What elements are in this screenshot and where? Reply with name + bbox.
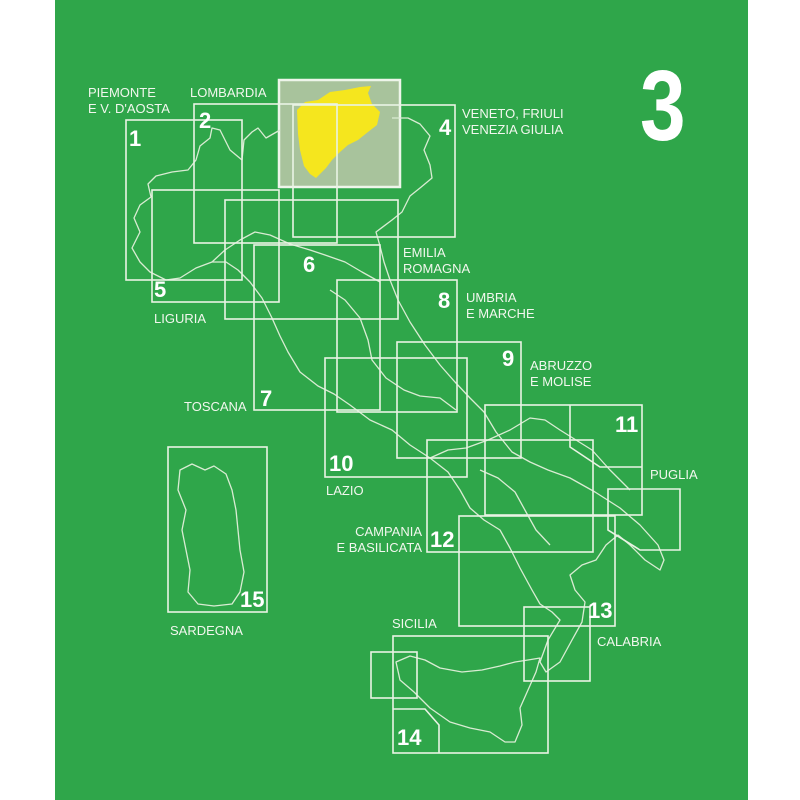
label-piemonte-2: E V. D'AOSTA: [88, 101, 170, 116]
sheet-2-frame[interactable]: [193, 103, 338, 244]
label-abruzzo-2: E MOLISE: [530, 374, 592, 389]
sheet-11-frame[interactable]: [484, 404, 643, 516]
label-lazio: LAZIO: [326, 483, 364, 498]
puglia-inset-frame: [607, 488, 681, 551]
label-umbria: UMBRIA: [466, 290, 517, 305]
sheet-14-frame[interactable]: [392, 635, 549, 754]
sheet-number-13: 13: [588, 598, 612, 623]
sheet-number-11: 11: [615, 412, 638, 437]
volume-number: 3: [640, 50, 686, 162]
sheet-5-frame[interactable]: [151, 189, 280, 303]
sheet-number-8: 8: [438, 288, 450, 313]
label-veneto: VENETO, FRIULI: [462, 106, 564, 121]
region-labels: PIEMONTE E V. D'AOSTA LOMBARDIA VENETO, …: [88, 85, 698, 649]
label-umbria-2: E MARCHE: [466, 306, 535, 321]
sheet-6-frame[interactable]: [224, 199, 399, 320]
sheet-number-10: 10: [329, 451, 353, 476]
sheet-number-15: 15: [240, 587, 264, 612]
sheet-number-14: 14: [397, 725, 422, 750]
label-puglia: PUGLIA: [650, 467, 698, 482]
label-lombardia: LOMBARDIA: [190, 85, 267, 100]
sheet-15-frame[interactable]: [167, 446, 268, 613]
label-veneto-2: VENEZIA GIULIA: [462, 122, 563, 137]
sheet-12-frame[interactable]: [426, 439, 594, 553]
label-calabria: CALABRIA: [597, 634, 662, 649]
sheet-number-9: 9: [502, 346, 514, 371]
sheet-number-4: 4: [439, 115, 452, 140]
label-toscana: TOSCANA: [184, 399, 247, 414]
label-abruzzo: ABRUZZO: [530, 358, 592, 373]
sheet-number-7: 7: [260, 386, 272, 411]
sheet-7-frame[interactable]: [253, 244, 381, 411]
sheet-4-frame[interactable]: [292, 104, 456, 238]
sheet-frames: [125, 103, 681, 754]
label-sardegna: SARDEGNA: [170, 623, 243, 638]
trentino-highlight: [297, 86, 380, 178]
label-campania-2: E BASILICATA: [337, 540, 423, 555]
sheet-number-5: 5: [154, 277, 166, 302]
sheet-3-selected[interactable]: [277, 78, 402, 189]
sheet-number-6: 6: [303, 252, 315, 277]
sheet-numbers: 1 2 4 5 6 7 8 9 10 11 12 13 14 15: [129, 108, 638, 750]
sheet-number-2: 2: [199, 108, 211, 133]
sheet-10-frame[interactable]: [324, 357, 468, 478]
sheet-number-12: 12: [430, 527, 454, 552]
sheet-13-frame[interactable]: [458, 515, 616, 627]
coastlines: [131, 117, 665, 743]
label-sicilia: SICILIA: [392, 616, 437, 631]
label-piemonte: PIEMONTE: [88, 85, 156, 100]
green-background: [55, 0, 748, 800]
label-emilia-2: ROMAGNA: [403, 261, 471, 276]
label-campania: CAMPANIA: [355, 524, 422, 539]
label-liguria: LIGURIA: [154, 311, 206, 326]
sheet-number-1: 1: [129, 126, 141, 151]
sheet-9-frame[interactable]: [396, 341, 522, 459]
label-emilia: EMILIA: [403, 245, 446, 260]
